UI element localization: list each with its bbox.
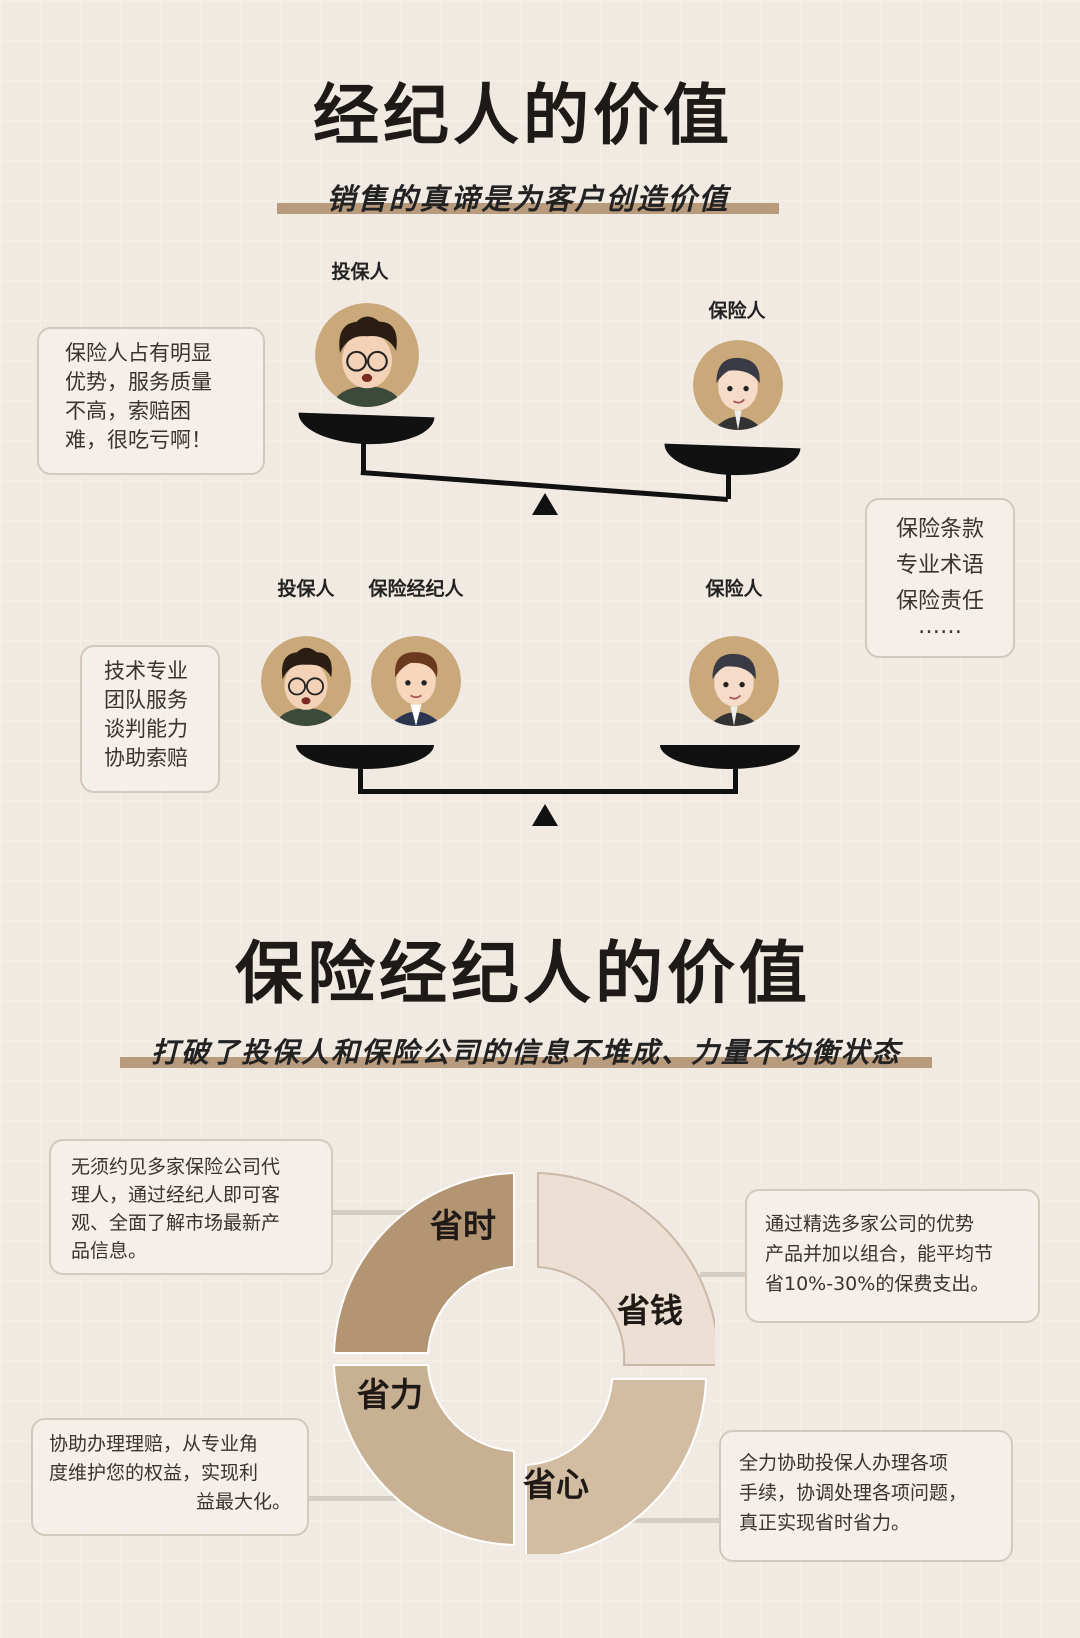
note-line: 理人，通过经纪人即可客 <box>71 1184 281 1206</box>
segment-peace-of-mind <box>525 1378 708 1554</box>
note-line: 产品并加以组合，能平均节 <box>765 1243 994 1265</box>
note-line: 保险条款 <box>895 517 984 542</box>
note-line: 保险人占有明显 <box>65 341 212 365</box>
subtitle-underline <box>277 203 779 214</box>
insurer-avatar <box>693 340 783 430</box>
scale-beam-level <box>358 789 738 794</box>
save-money-note: 通过精选多家公司的优势 产品并加以组合，能平均节 省10%-30%的保费支出。 <box>745 1189 1040 1323</box>
right-scale-pan-2 <box>660 745 800 769</box>
peace-of-mind-note: 全力协助投保人办理各项 手续，协调处理各项问题， 真正实现省时省力。 <box>719 1430 1013 1562</box>
note-line: 谈判能力 <box>104 717 188 741</box>
left-pan-stem <box>361 442 366 472</box>
note-line: 度维护您的权益，实现利 <box>49 1462 259 1484</box>
policyholder-avatar-2 <box>261 636 351 726</box>
jargon-note: 保险条款 专业术语 保险责任 …… <box>865 498 1015 658</box>
right-scale-pan <box>663 443 801 478</box>
note-line: …… <box>918 614 962 639</box>
broker-avatar <box>371 636 461 726</box>
value-donut <box>332 1171 715 1554</box>
note-line: 协助办理理赔，从专业角 <box>49 1433 259 1455</box>
subtitle-underline-2 <box>120 1057 932 1068</box>
label-save-money: 省钱 <box>617 1291 683 1330</box>
note-line: 保险责任 <box>895 589 984 614</box>
segment-save-effort <box>332 1364 515 1547</box>
broker-strengths-note: 技术专业 团队服务 谈判能力 协助索赔 <box>80 645 220 793</box>
note-line: 手续，协调处理各项问题， <box>739 1482 968 1504</box>
insurer-label-2: 保险人 <box>705 578 763 600</box>
label-save-time: 省时 <box>430 1206 496 1245</box>
connector-line <box>308 1496 398 1501</box>
policyholder-avatar <box>315 303 419 407</box>
label-peace-of-mind: 省心 <box>523 1465 589 1504</box>
right-pan-stem <box>726 473 731 499</box>
note-line: 益最大化。 <box>195 1491 291 1513</box>
label-save-effort: 省力 <box>357 1375 423 1414</box>
note-line: 专业术语 <box>895 553 984 578</box>
left-scale-pan <box>297 412 435 447</box>
subtitle-banner: 销售的真谛是为客户创造价值 <box>277 180 779 216</box>
policyholder-label: 投保人 <box>331 261 389 283</box>
note-line: 难，很吃亏啊！ <box>65 428 212 452</box>
note-line: 通过精选多家公司的优势 <box>765 1213 975 1235</box>
fulcrum-icon-2 <box>532 804 558 826</box>
section-title: 保险经纪人的价值 <box>234 935 811 1014</box>
save-effort-note: 协助办理理赔，从专业角 度维护您的权益，实现利 益最大化。 <box>31 1418 309 1536</box>
segment-save-money <box>537 1171 715 1366</box>
imbalance-note: 保险人占有明显 优势，服务质量 不高，索赔困 难，很吃亏啊！ <box>37 327 265 475</box>
subtitle-banner-2: 打破了投保人和保险公司的信息不堆成、力量不均衡状态 <box>120 1034 932 1069</box>
insurer-avatar-2 <box>689 636 779 726</box>
note-line: 省10%-30%的保费支出。 <box>765 1273 990 1295</box>
note-line: 全力协助投保人办理各项 <box>739 1452 949 1474</box>
left-pan-stem-2 <box>358 767 363 794</box>
note-line: 真正实现省时省力。 <box>739 1512 911 1534</box>
note-line: 团队服务 <box>104 688 188 712</box>
note-line: 协助索赔 <box>104 746 188 770</box>
note-line: 品信息。 <box>71 1240 148 1262</box>
fulcrum-icon <box>532 493 558 515</box>
left-scale-pan-2 <box>296 745 434 769</box>
connector-line <box>625 1518 720 1523</box>
connector-line <box>332 1210 412 1215</box>
segment-save-time <box>332 1171 515 1354</box>
right-pan-stem-2 <box>733 767 738 794</box>
policyholder-label-2: 投保人 <box>277 578 335 600</box>
broker-label: 保险经纪人 <box>368 578 464 600</box>
note-line: 优势，服务质量 <box>65 370 212 394</box>
note-line: 技术专业 <box>104 659 188 683</box>
subtitle-text-2: 打破了投保人和保险公司的信息不堆成、力量不均衡状态 <box>150 1036 901 1069</box>
save-time-note: 无须约见多家保险公司代 理人，通过经纪人即可客 观、全面了解市场最新产 品信息。 <box>49 1139 333 1275</box>
page-title: 经纪人的价值 <box>313 77 733 154</box>
note-line: 无须约见多家保险公司代 <box>71 1156 281 1178</box>
subtitle-text: 销售的真谛是为客户创造价值 <box>326 182 730 216</box>
connector-line <box>700 1272 746 1277</box>
note-line: 观、全面了解市场最新产 <box>71 1212 281 1234</box>
note-line: 不高，索赔困 <box>65 399 191 423</box>
insurer-label: 保险人 <box>708 300 766 322</box>
